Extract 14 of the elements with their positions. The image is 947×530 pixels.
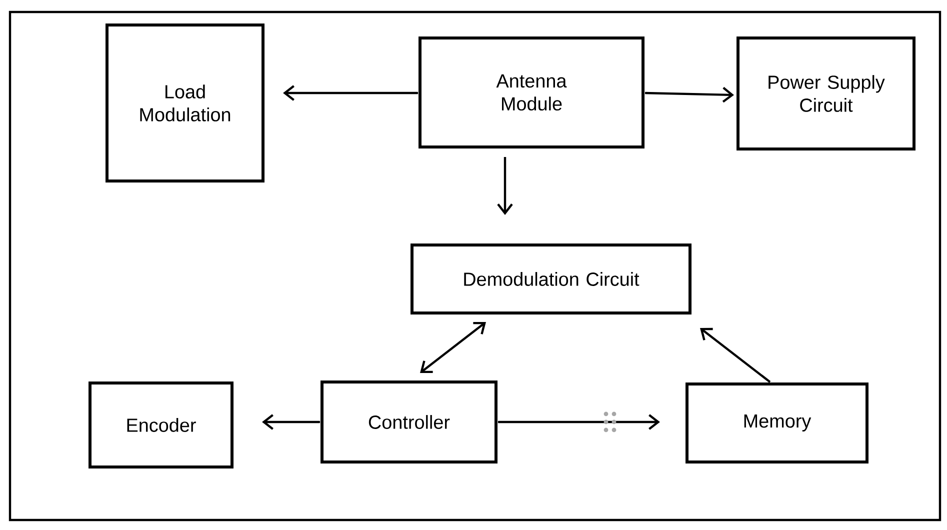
- arrow: [262, 414, 320, 430]
- block-box: Memory: [686, 382, 868, 464]
- arrow: [283, 85, 418, 101]
- block-box: Power Supply Circuit: [736, 36, 916, 150]
- block-box: Antenna Module: [418, 36, 644, 148]
- arrow: [498, 412, 660, 432]
- arrow: [700, 328, 771, 383]
- arrow: [644, 86, 734, 103]
- block-box: Load Modulation: [106, 24, 264, 182]
- block-box: Demodulation Circuit: [410, 243, 692, 314]
- arrow: [420, 322, 486, 374]
- arrow: [497, 156, 513, 215]
- block-box: Encoder: [88, 381, 234, 468]
- block-box: Controller: [320, 380, 498, 464]
